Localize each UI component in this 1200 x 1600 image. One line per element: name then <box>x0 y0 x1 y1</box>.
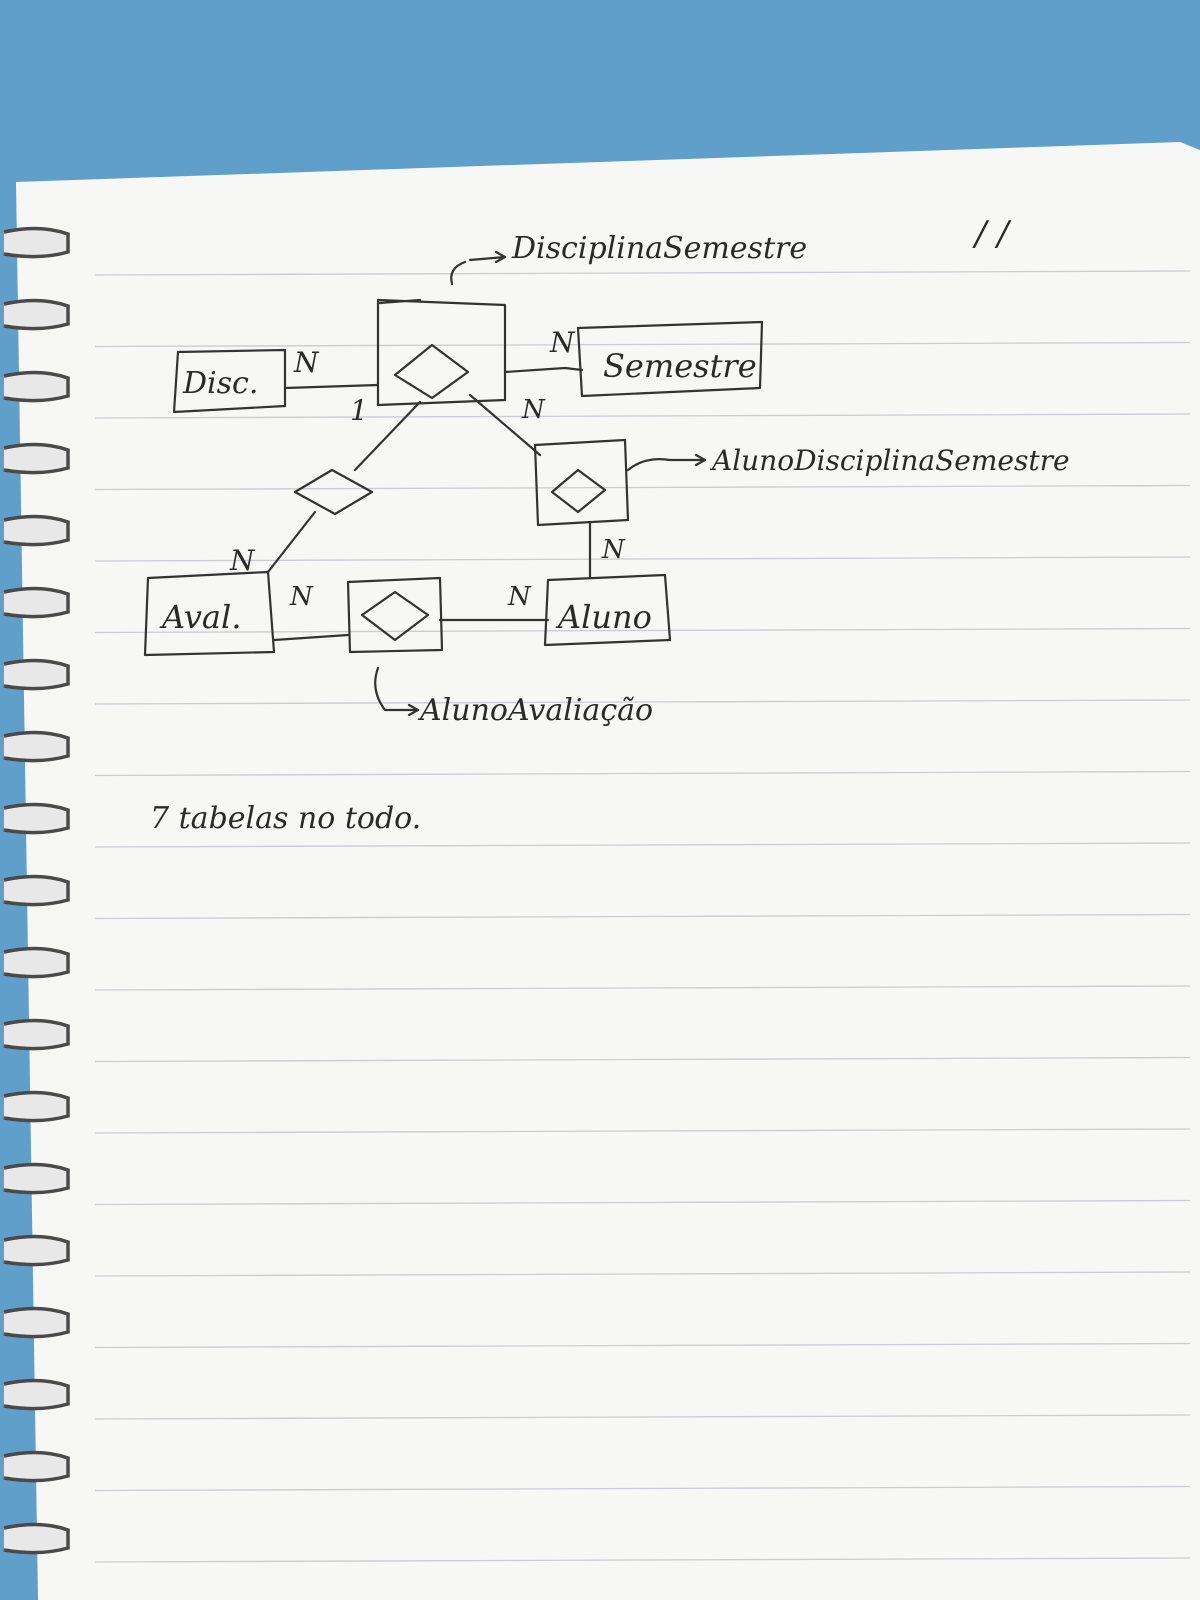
card-ads-aluno: N <box>601 535 626 565</box>
spiral-binding <box>3 226 70 1555</box>
spiral-ring <box>3 730 70 763</box>
relationship-diamond <box>360 590 430 642</box>
spiral-ring <box>3 1378 70 1411</box>
ruled-line <box>94 1128 1191 1134</box>
ruled-line <box>94 699 1191 705</box>
relationship-diamond-ds-aval <box>293 468 374 516</box>
entity-avaliacao: Aval. <box>143 570 276 657</box>
card-aval-top: N <box>229 544 256 577</box>
ruled-line <box>94 413 1191 419</box>
spiral-ring <box>3 658 70 691</box>
label-aluno-avaliacao: AlunoAvaliação <box>417 693 653 728</box>
ruled-line <box>94 1199 1191 1206</box>
ruled-line <box>94 1414 1191 1420</box>
connector-lines <box>266 366 592 642</box>
relationship-diamond <box>393 343 470 400</box>
ruled-line <box>94 1271 1191 1277</box>
spiral-ring <box>3 370 70 403</box>
spiral-ring <box>3 514 70 547</box>
label-disciplina-semestre: DisciplinaSemestre <box>511 231 807 266</box>
entity-label-disciplina: Disc. <box>182 366 258 401</box>
spiral-ring <box>3 874 70 907</box>
notebook-page <box>16 142 1200 1600</box>
assoc-entity-aluno-disciplina-semestre: AlunoDisciplinaSemestre <box>533 438 1070 527</box>
ruled-line <box>94 985 1191 991</box>
spiral-ring <box>3 226 70 259</box>
ruled-line <box>94 842 1191 848</box>
card-aluno-left: N <box>507 582 532 612</box>
spiral-ring <box>3 1090 70 1123</box>
note-text: 7 tabelas no todo. <box>150 801 421 836</box>
cardinality-labels: N N 1 N N N N N <box>229 326 626 612</box>
ruled-line <box>94 270 1191 276</box>
spiral-ring <box>3 946 70 979</box>
ruled-line <box>94 913 1191 920</box>
header-marks: / / <box>972 214 1012 254</box>
ruled-line <box>94 1056 1191 1063</box>
spiral-ring <box>3 1450 70 1483</box>
spiral-ring <box>3 1522 70 1555</box>
card-ds-one: 1 <box>350 394 368 427</box>
entity-semestre: Semestre <box>576 320 764 398</box>
card-ds-to-ads: N <box>521 395 546 425</box>
label-aluno-disciplina-semestre: AlunoDisciplinaSemestre <box>709 444 1070 477</box>
relationship-diamond <box>550 468 607 514</box>
ruled-lines <box>94 270 1191 1563</box>
assoc-entity-disciplina-semestre: DisciplinaSemestre <box>376 231 807 407</box>
spiral-ring <box>3 1234 70 1267</box>
ruled-line <box>94 770 1191 777</box>
er-diagram: DisciplinaSemestre Disc. Semestre AlunoD… <box>143 231 1070 728</box>
ruled-line <box>94 341 1191 348</box>
ruled-line <box>94 1557 1191 1563</box>
ruled-line <box>94 484 1191 491</box>
entity-label-aluno: Aluno <box>555 598 652 636</box>
spiral-ring <box>3 1162 70 1195</box>
spiral-ring <box>3 1306 70 1339</box>
entity-aluno: Aluno <box>543 573 672 647</box>
ruled-line <box>94 627 1191 634</box>
card-ds-semestre: N <box>549 326 576 359</box>
card-aval-right: N <box>289 582 314 612</box>
assoc-entity-aluno-avaliacao: AlunoAvaliação <box>346 576 653 728</box>
ruled-line <box>94 1485 1191 1492</box>
card-disc-ds: N <box>293 346 320 379</box>
spiral-ring <box>3 442 70 475</box>
spiral-ring <box>3 298 70 331</box>
spiral-ring <box>3 1018 70 1051</box>
entity-label-avaliacao: Aval. <box>159 598 241 636</box>
spiral-ring <box>3 802 70 835</box>
entity-disciplina: Disc. <box>172 348 287 414</box>
spiral-ring <box>3 586 70 619</box>
entity-label-semestre: Semestre <box>603 347 757 385</box>
ruled-line <box>94 1342 1191 1349</box>
